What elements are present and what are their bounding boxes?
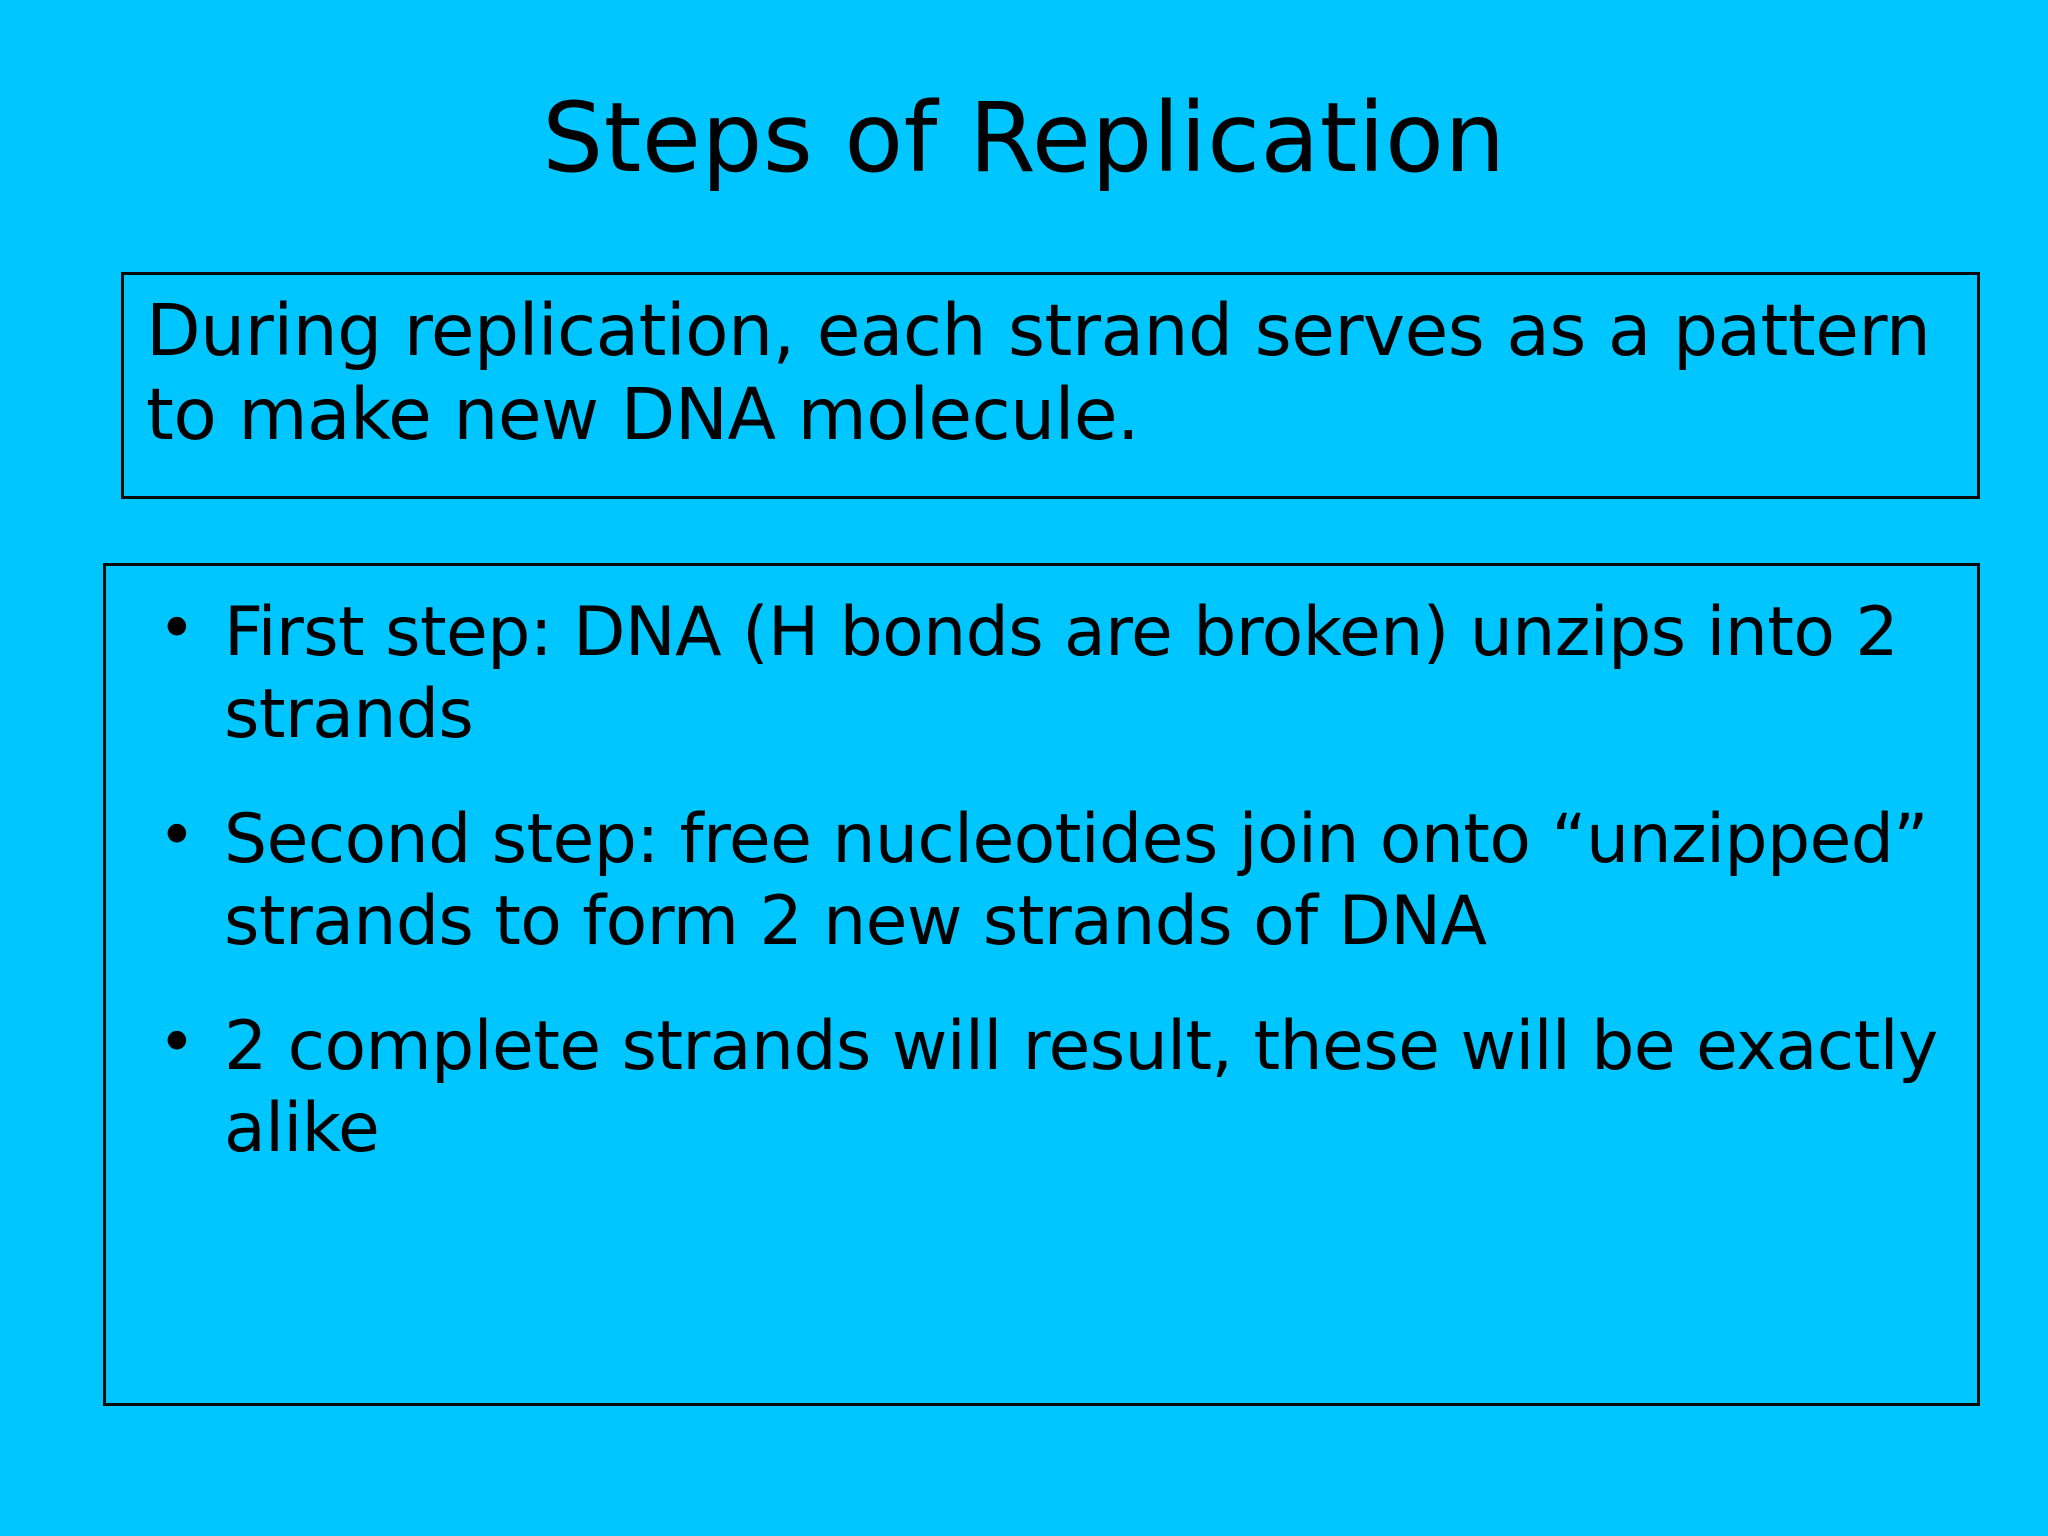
bullet-icon: • [158, 592, 196, 666]
summary-text: During replication, each strand serves a… [146, 289, 1931, 456]
steps-textbox: • First step: DNA (H bonds are broken) u… [103, 563, 1980, 1406]
list-item: • First step: DNA (H bonds are broken) u… [130, 592, 1953, 755]
bullet-icon: • [158, 799, 196, 874]
list-item-label: First step: DNA (H bonds are broken) unz… [224, 593, 1899, 754]
page-title: Steps of Replication [542, 82, 1506, 194]
list-item: • 2 complete strands will result, these … [130, 1006, 1953, 1169]
list-item-label: Second step: free nucleotides join onto … [224, 800, 1929, 961]
summary-textbox: During replication, each strand serves a… [121, 272, 1980, 499]
bullet-icon: • [158, 1006, 196, 1081]
list-item-label: 2 complete strands will result, these wi… [224, 1007, 1938, 1168]
list-item: • Second step: free nucleotides join ont… [130, 799, 1953, 962]
